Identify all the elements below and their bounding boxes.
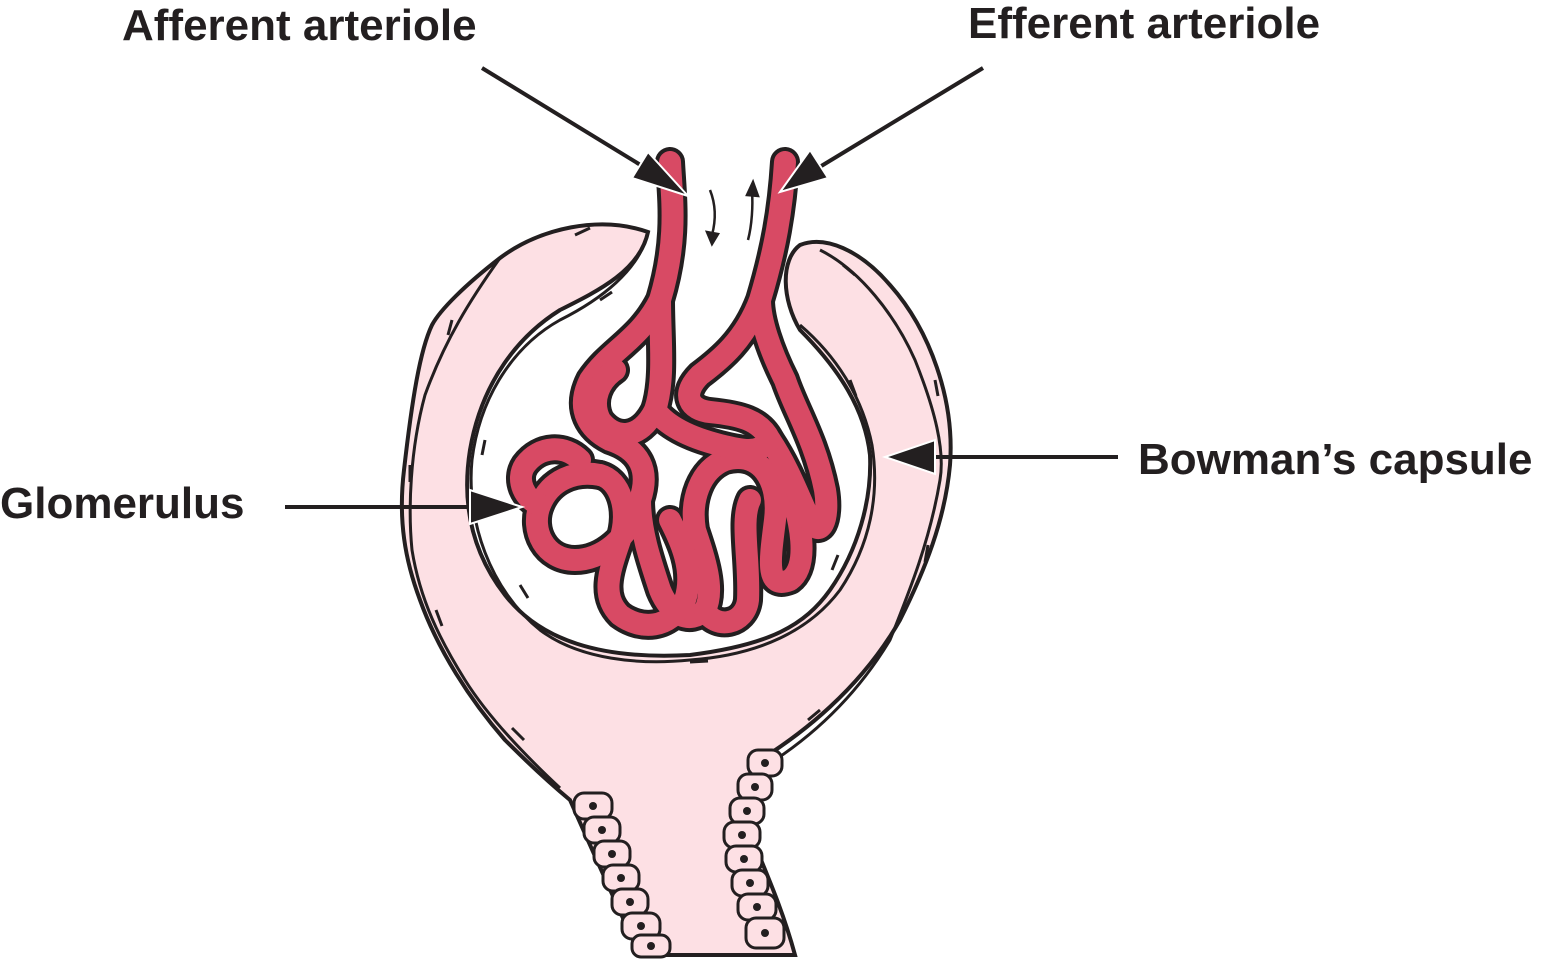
inflow-arrow	[710, 190, 715, 235]
inflow-arrowhead	[707, 232, 718, 244]
bowmans-pointer	[885, 440, 1118, 474]
outflow-arrow	[748, 192, 752, 240]
glomerulus-label: Glomerulus	[0, 479, 245, 528]
bowmans-capsule-label: Bowman’s capsule	[1138, 435, 1533, 484]
afferent-pointer	[482, 68, 688, 196]
outflow-arrowhead	[747, 182, 758, 196]
efferent-pointer	[780, 68, 983, 192]
flow-arrows	[707, 182, 758, 244]
afferent-arteriole-label: Afferent arteriole	[122, 1, 477, 50]
efferent-arteriole-label: Efferent arteriole	[968, 0, 1320, 48]
